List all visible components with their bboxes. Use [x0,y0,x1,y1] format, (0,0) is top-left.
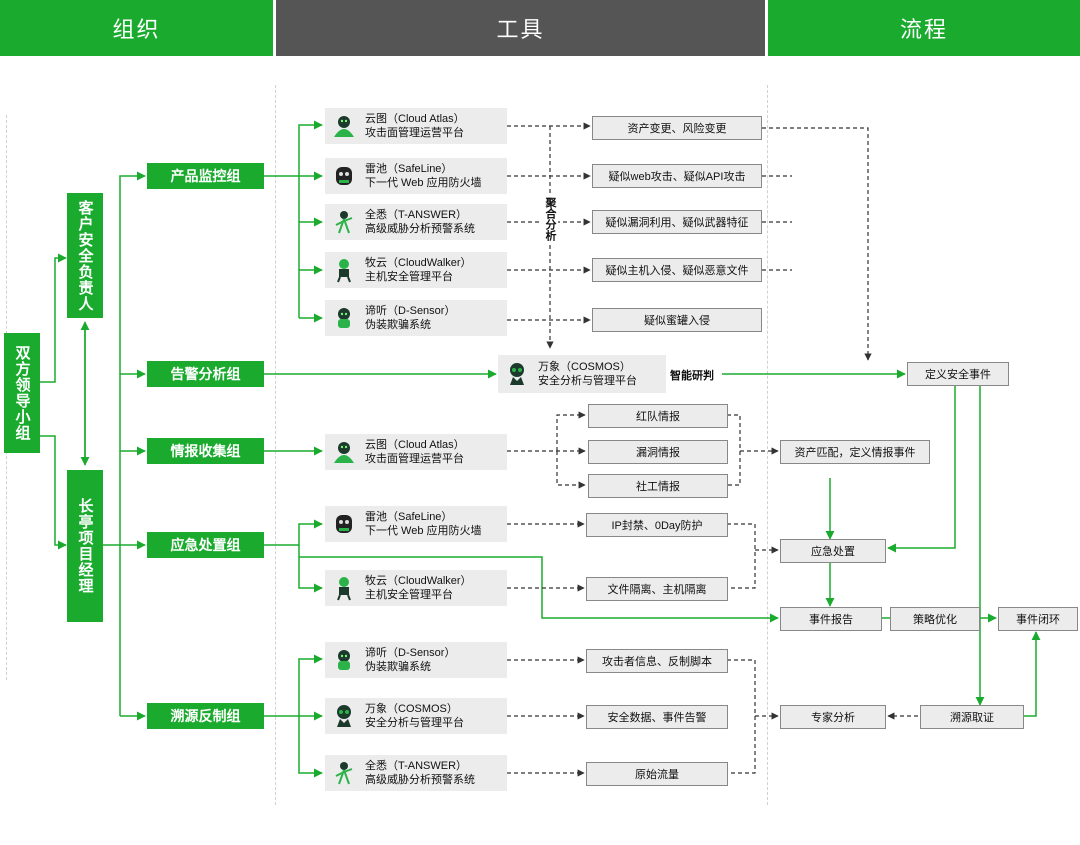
action-box: 文件隔离、主机隔离 [586,577,728,601]
customer-security-lead: 客户安全负责人 [67,193,103,318]
t-answer-icon [335,211,353,234]
cloud-atlas-icon [334,116,354,137]
tool-desc: 下一代 Web 应用防火墙 [365,525,482,537]
tool-name: 全悉（T-ANSWER） [365,209,468,221]
tool-card: 谛听（D-Sensor） 伪装欺骗系统 [325,300,507,336]
asset-match-box: 资产匹配，定义情报事件 [780,440,930,464]
tool-card: 万象（COSMOS） 安全分析与管理平台 [325,698,507,734]
cosmos-icon [510,363,524,385]
trace-box: 安全数据、事件告警 [586,705,728,729]
tool-desc: 伪装欺骗系统 [365,319,431,331]
event-report-box: 事件报告 [780,607,882,631]
event-box: 疑似漏洞利用、疑似武器特征 [592,210,762,234]
trace-box: 攻击者信息、反制脚本 [586,649,728,673]
smart-judge-label: 智能研判 [670,370,714,382]
d-sensor-icon [338,650,350,670]
group-product-monitor: 产品监控组 [147,163,264,189]
emergency-response-box: 应急处置 [780,539,886,563]
event-box: 资产变更、风险变更 [592,116,762,140]
tool-card: 云图（Cloud Atlas） 攻击面管理运营平台 [325,108,507,144]
expert-analysis-box: 专家分析 [780,705,886,729]
intel-box: 社工情报 [588,474,728,498]
tool-name: 云图（Cloud Atlas） [365,439,465,451]
cloudwalker-icon [337,577,351,601]
tool-desc: 下一代 Web 应用防火墙 [365,177,482,189]
cosmos-icon [337,705,351,727]
tool-card: 雷池（SafeLine） 下一代 Web 应用防火墙 [325,158,507,194]
tool-card: 云图（Cloud Atlas） 攻击面管理运营平台 [325,434,507,470]
trace-evidence-box: 溯源取证 [920,705,1024,729]
tool-card: 全悉（T-ANSWER） 高级威胁分析预警系统 [325,755,507,791]
tool-name: 万象（COSMOS） [365,703,458,715]
header-tools: 工具 [276,0,765,56]
tool-desc: 高级威胁分析预警系统 [365,223,475,235]
tool-desc: 伪装欺骗系统 [365,661,431,673]
tool-desc: 攻击面管理运营平台 [365,453,464,465]
tool-desc: 安全分析与管理平台 [538,375,637,387]
group-trace-counter: 溯源反制组 [147,703,264,729]
tool-desc: 安全分析与管理平台 [365,717,464,729]
t-answer-icon [335,762,353,785]
tool-desc: 主机安全管理平台 [365,589,453,601]
group-intel-collection: 情报收集组 [147,438,264,464]
tool-card: 雷池（SafeLine） 下一代 Web 应用防火墙 [325,506,507,542]
tool-name: 雷池（SafeLine） [365,511,453,523]
cloud-atlas-icon [334,442,354,463]
event-closure-box: 事件闭环 [998,607,1078,631]
tool-name: 雷池（SafeLine） [365,163,453,175]
tool-card: 全悉（T-ANSWER） 高级威胁分析预警系统 [325,204,507,240]
tool-card: 牧云（CloudWalker） 主机安全管理平台 [325,252,507,288]
leaders-group: 双方领导小组 [4,333,40,453]
tool-card: 谛听（D-Sensor） 伪装欺骗系统 [325,642,507,678]
header-process: 流程 [768,0,1080,56]
tool-name: 牧云（CloudWalker） [365,257,472,269]
project-manager: 长亭项目经理 [67,470,103,622]
d-sensor-icon [338,308,350,328]
event-box: 疑似web攻击、疑似API攻击 [592,164,762,188]
safeline-icon [336,515,352,533]
tool-name: 谛听（D-Sensor） [365,305,456,317]
tool-name: 谛听（D-Sensor） [365,647,456,659]
event-box: 疑似蜜罐入侵 [592,308,762,332]
tool-name: 万象（COSMOS） [538,361,631,373]
column-divider [767,85,768,805]
tool-name: 牧云（CloudWalker） [365,575,472,587]
cloudwalker-icon [337,259,351,283]
strategy-optimize-box: 策略优化 [890,607,980,631]
intel-box: 红队情报 [588,404,728,428]
intel-box: 漏洞情报 [588,440,728,464]
tool-desc: 高级威胁分析预警系统 [365,774,475,786]
header-org: 组织 [0,0,273,56]
tool-desc: 主机安全管理平台 [365,271,453,283]
group-emergency-response: 应急处置组 [147,532,264,558]
tool-card: 万象（COSMOS） 安全分析与管理平台 [498,355,666,393]
trace-box: 原始流量 [586,762,728,786]
tool-desc: 攻击面管理运营平台 [365,127,464,139]
safeline-icon [336,167,352,185]
event-box: 疑似主机入侵、疑似恶意文件 [592,258,762,282]
tool-card: 牧云（CloudWalker） 主机安全管理平台 [325,570,507,606]
group-alert-analysis: 告警分析组 [147,361,264,387]
aggregate-analysis-label: 聚合分析 [542,195,558,243]
define-security-event: 定义安全事件 [907,362,1009,386]
tool-name: 云图（Cloud Atlas） [365,113,465,125]
action-box: IP封禁、0Day防护 [586,513,728,537]
column-divider [275,85,276,805]
tool-name: 全悉（T-ANSWER） [365,760,468,772]
